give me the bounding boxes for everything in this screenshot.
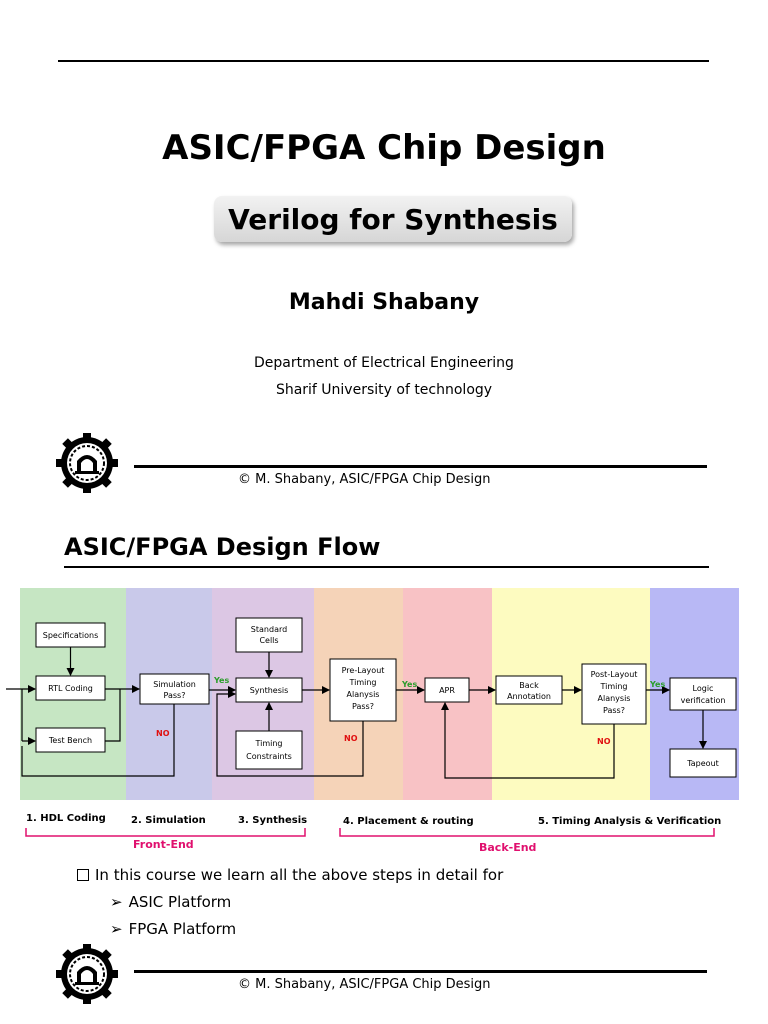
stage-placement: 4. Placement & routing [343,816,474,827]
test-bench-label: Test Bench [48,736,92,745]
footer-rule [134,465,707,468]
no-label-pre: NO [344,734,358,743]
timing-constraints-label-1: Timing [254,739,282,748]
post-layout-label-1: Post-Layout [591,670,638,679]
standard-cells-box [235,617,303,653]
author-name: Mahdi Shabany [288,290,480,315]
front-end-label: Front-End [133,838,194,851]
specifications-label: Specifications [43,631,99,640]
simulation-label-1: Simulation [153,680,196,689]
checkbox-bullet-icon [77,869,89,881]
pre-layout-label-3: Alanysis [347,690,380,699]
post-layout-label-3: Alanysis [598,694,631,703]
synthesis-label: Synthesis [250,686,289,695]
university-logo-icon [56,944,118,1004]
stage-timing: 5. Timing Analysis & Verification [538,816,722,827]
bullet-sub-2: ➢ FPGA Platform [110,920,236,938]
back-annotation-box [495,675,563,705]
post-layout-label-2: Timing [599,682,627,691]
subtitle-text: Verilog for Synthesis [228,202,558,236]
section-rule [64,566,709,568]
university-text: Sharif University of technology [275,382,493,398]
design-flow-diagram: Specifications RTL Coding Test Bench Sim… [6,588,739,800]
slide-title: ASIC/FPGA Chip Design [162,128,606,168]
arrow-bullet-icon: ➢ [110,893,123,911]
pre-layout-label-2: Timing [348,678,376,687]
post-layout-box [581,663,647,725]
post-layout-label-4: Pass? [603,706,625,715]
arrow-bullet-icon: ➢ [110,920,123,938]
tapeout-box [669,748,737,778]
yes-label-sim: Yes [213,676,229,685]
yes-label-pre: Yes [401,680,417,689]
logic-verification-box [669,677,737,711]
group-brackets [25,828,715,837]
rtl-coding-box [35,675,106,701]
footer-rule-2 [134,970,707,973]
timing-constraints-label-2: Constraints [246,752,292,761]
arrow-sim-no [21,704,175,777]
subtitle-box: Verilog for Synthesis [214,196,572,242]
yes-label-post: Yes [649,680,665,689]
arrow-tb-join [105,689,121,742]
back-annotation-label-2: Annotation [507,692,551,701]
standard-cells-label-2: Cells [259,636,278,645]
department-text: Department of Electrical Engineering [254,355,514,371]
stage-hdl-coding: 1. HDL Coding [26,813,106,824]
no-label-post: NO [597,737,611,746]
footer-text: © M. Shabany, ASIC/FPGA Chip Design [238,472,491,487]
standard-cells-label-1: Standard [251,625,287,634]
rtl-coding-label: RTL Coding [48,684,93,693]
pre-layout-label-4: Pass? [352,702,374,711]
simulation-label-2: Pass? [164,691,186,700]
front-end-bracket [25,828,306,837]
footer-text-2: © M. Shabany, ASIC/FPGA Chip Design [238,977,491,992]
arrow-pre-no [216,690,364,777]
university-logo-icon [56,433,118,493]
logic-verification-label-2: verification [681,696,726,705]
timing-constraints-box [235,730,303,770]
logic-verification-label-1: Logic [693,684,714,693]
arrow-post-no [441,702,615,779]
bullet-sub-2-text: FPGA Platform [128,920,237,938]
apr-label: APR [439,686,455,695]
back-end-bracket [339,828,715,837]
bullet-main: In this course we learn all the above st… [77,866,503,884]
test-bench-box [35,727,106,753]
synthesis-box [235,677,303,703]
section-title: ASIC/FPGA Design Flow [64,533,381,561]
back-annotation-label-1: Back [519,681,539,690]
stage-simulation: 2. Simulation [131,815,206,826]
top-rule [58,60,709,62]
pre-layout-box [329,658,397,722]
specifications-box [35,622,106,648]
simulation-pass-box [139,673,210,705]
no-label-sim: NO [156,729,170,738]
bullet-main-text: In this course we learn all the above st… [95,866,504,884]
tapeout-label: Tapeout [686,759,719,768]
bullet-sub-1: ➢ ASIC Platform [110,893,231,911]
stage-synthesis: 3. Synthesis [238,815,308,826]
pre-layout-label-1: Pre-Layout [342,666,385,675]
bullet-sub-1-text: ASIC Platform [128,893,232,911]
back-end-label: Back-End [479,841,537,854]
